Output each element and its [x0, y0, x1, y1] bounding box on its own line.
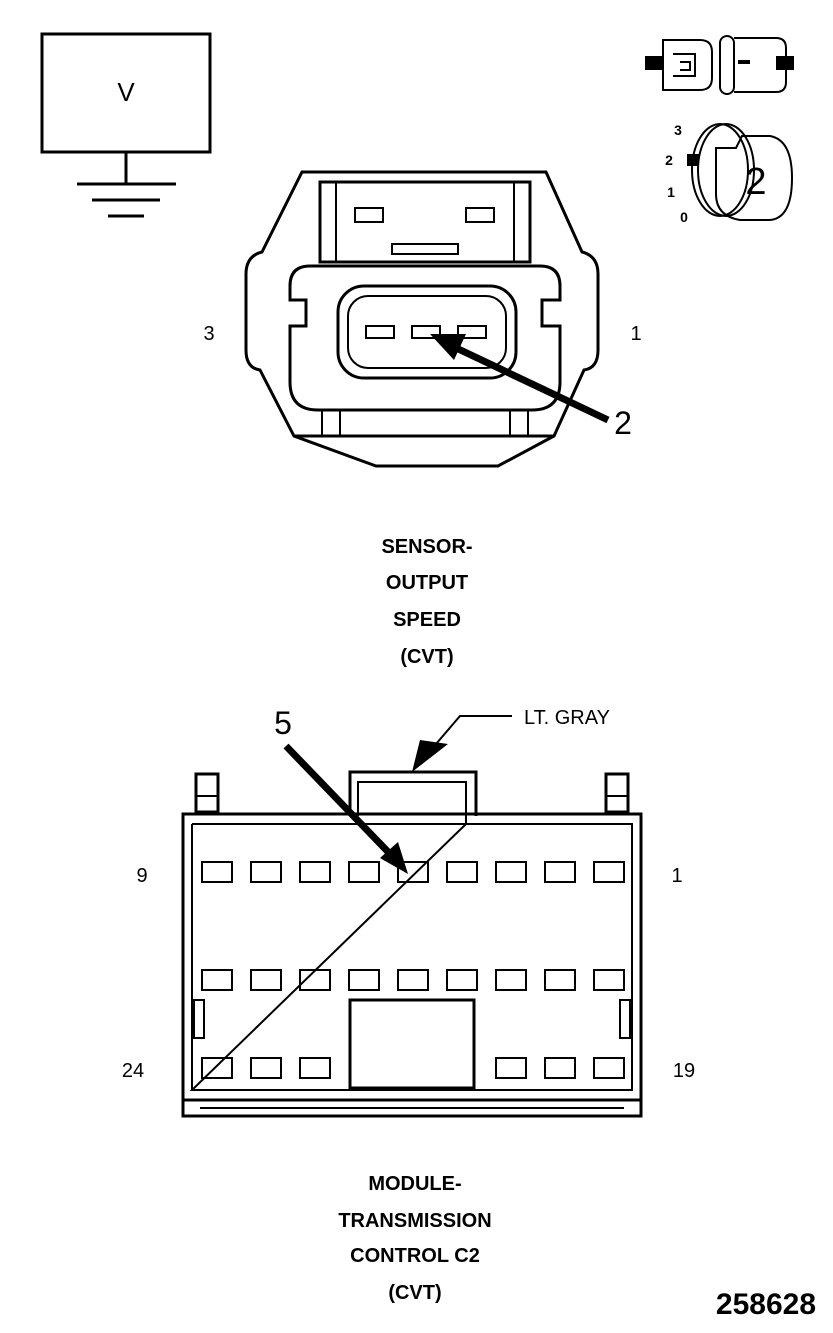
sensor-caption-line-1: SENSOR- [381, 536, 472, 558]
cavity-row-top [201, 861, 625, 883]
cavity-row-bottom [201, 1057, 625, 1079]
voltmeter-label: V [117, 77, 135, 107]
voltmeter-symbol: V [40, 32, 212, 218]
connector-disconnected-icon [645, 35, 794, 95]
module-pin-top-right-label: 1 [671, 865, 682, 887]
sensor-pin-right-label: 1 [630, 323, 641, 345]
module-connector-face [181, 715, 643, 1118]
ignition-position-3: 3 [674, 122, 682, 138]
ignition-key-icon: 3 2 1 0 2 [665, 122, 794, 225]
sensor-callout-label: 2 [614, 405, 632, 441]
sensor-callout-arrow [430, 334, 610, 424]
ignition-position-1: 1 [667, 184, 675, 200]
ignition-position-2: 2 [665, 152, 673, 168]
module-caption-line-4: (CVT) [388, 1282, 441, 1304]
module-caption-line-3: CONTROL C2 [350, 1245, 480, 1267]
cavity-row-middle [201, 969, 625, 991]
figure-id: 258628 [716, 1288, 816, 1321]
sensor-connector-face [244, 170, 600, 468]
sensor-caption-line-3: SPEED [393, 609, 461, 631]
module-pin-bottom-left-label: 24 [122, 1060, 144, 1082]
module-callout-arrow [283, 743, 408, 874]
module-pin-bottom-right-label: 19 [673, 1060, 695, 1082]
sensor-caption-line-2: OUTPUT [386, 572, 468, 594]
module-color-label: LT. GRAY [524, 707, 610, 729]
ignition-position-0: 0 [680, 209, 688, 225]
sensor-caption-line-4: (CVT) [400, 646, 453, 668]
sensor-pin-left-label: 3 [203, 323, 214, 345]
ignition-key-label: 2 [745, 161, 766, 203]
module-pin-top-left-label: 9 [136, 865, 147, 887]
module-caption-line-1: MODULE- [368, 1173, 461, 1195]
module-caption-line-2: TRANSMISSION [338, 1210, 491, 1232]
ground-icon [77, 182, 176, 218]
module-callout-label: 5 [274, 705, 292, 741]
